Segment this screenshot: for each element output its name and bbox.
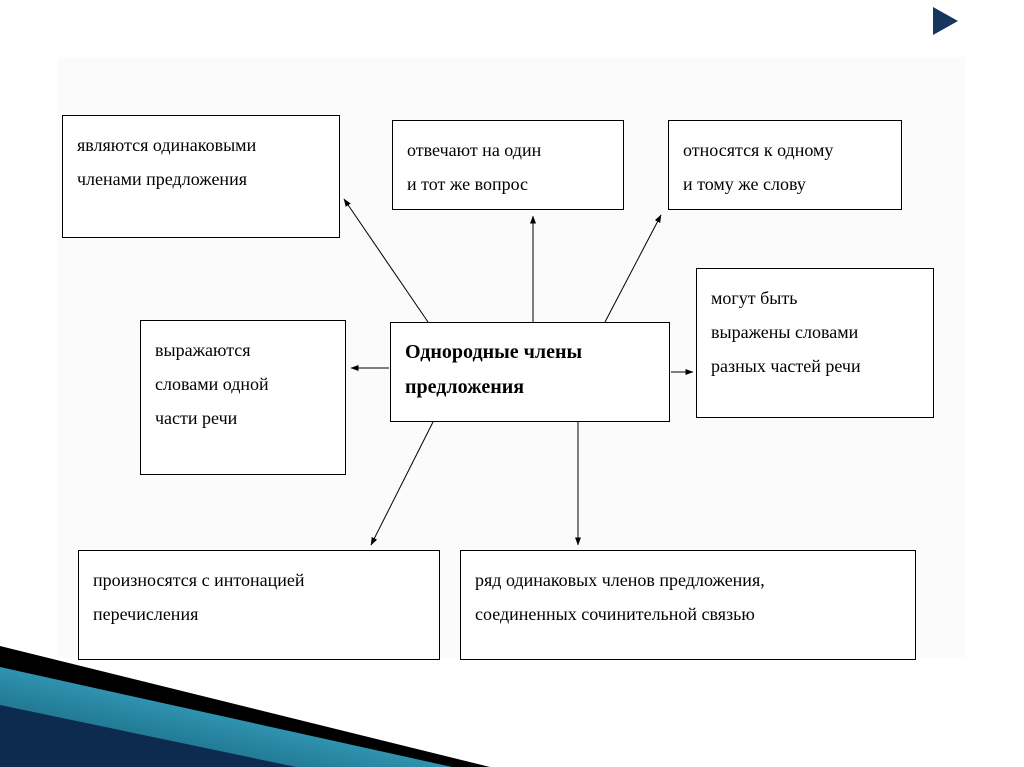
node-same-question: отвечают на один и тот же вопрос — [392, 120, 624, 210]
node-text-line: и тот же вопрос — [407, 174, 529, 194]
corner-accent-triangle-icon — [933, 7, 958, 35]
node-text-line: выражены словами — [711, 322, 859, 342]
node-text-line: части речи — [155, 408, 238, 428]
node-text-line: членами предложения — [77, 169, 247, 189]
node-text-line: словами одной — [155, 374, 269, 394]
node-text-line: ряд одинаковых членов предложения, — [475, 570, 765, 590]
black-diagonal-band — [0, 646, 490, 767]
node-text-line: перечисления — [93, 604, 199, 624]
node-text-line: Однородные члены — [405, 341, 583, 363]
node-text-line: отвечают на один — [407, 140, 542, 160]
node-text-line: и тому же слову — [683, 174, 806, 194]
node-enumeration-intonation: произносятся с интонацией перечисления — [78, 550, 440, 660]
node-center-title: Однородные члены предложения — [390, 322, 670, 422]
node-same-word: относятся к одному и тому же слову — [668, 120, 902, 210]
node-text-line: произносятся с интонацией — [93, 570, 305, 590]
node-text-line: могут быть — [711, 288, 798, 308]
node-text-line: разных частей речи — [711, 356, 861, 376]
teal-triangle — [0, 667, 452, 767]
node-text-line: соединенных сочинительной связью — [475, 604, 755, 624]
navy-triangle — [0, 705, 296, 767]
node-text-line: предложения — [405, 376, 525, 398]
node-same-part-of-speech: выражаются словами одной части речи — [140, 320, 346, 475]
node-text-line: относятся к одному — [683, 140, 834, 160]
node-varied-parts-of-speech: могут быть выражены словами разных часте… — [696, 268, 934, 418]
node-same-members: являются одинаковыми членами предложения — [62, 115, 340, 238]
node-definition-row: ряд одинаковых членов предложения, соеди… — [460, 550, 916, 660]
node-text-line: являются одинаковыми — [77, 135, 257, 155]
node-text-line: выражаются — [155, 340, 251, 360]
